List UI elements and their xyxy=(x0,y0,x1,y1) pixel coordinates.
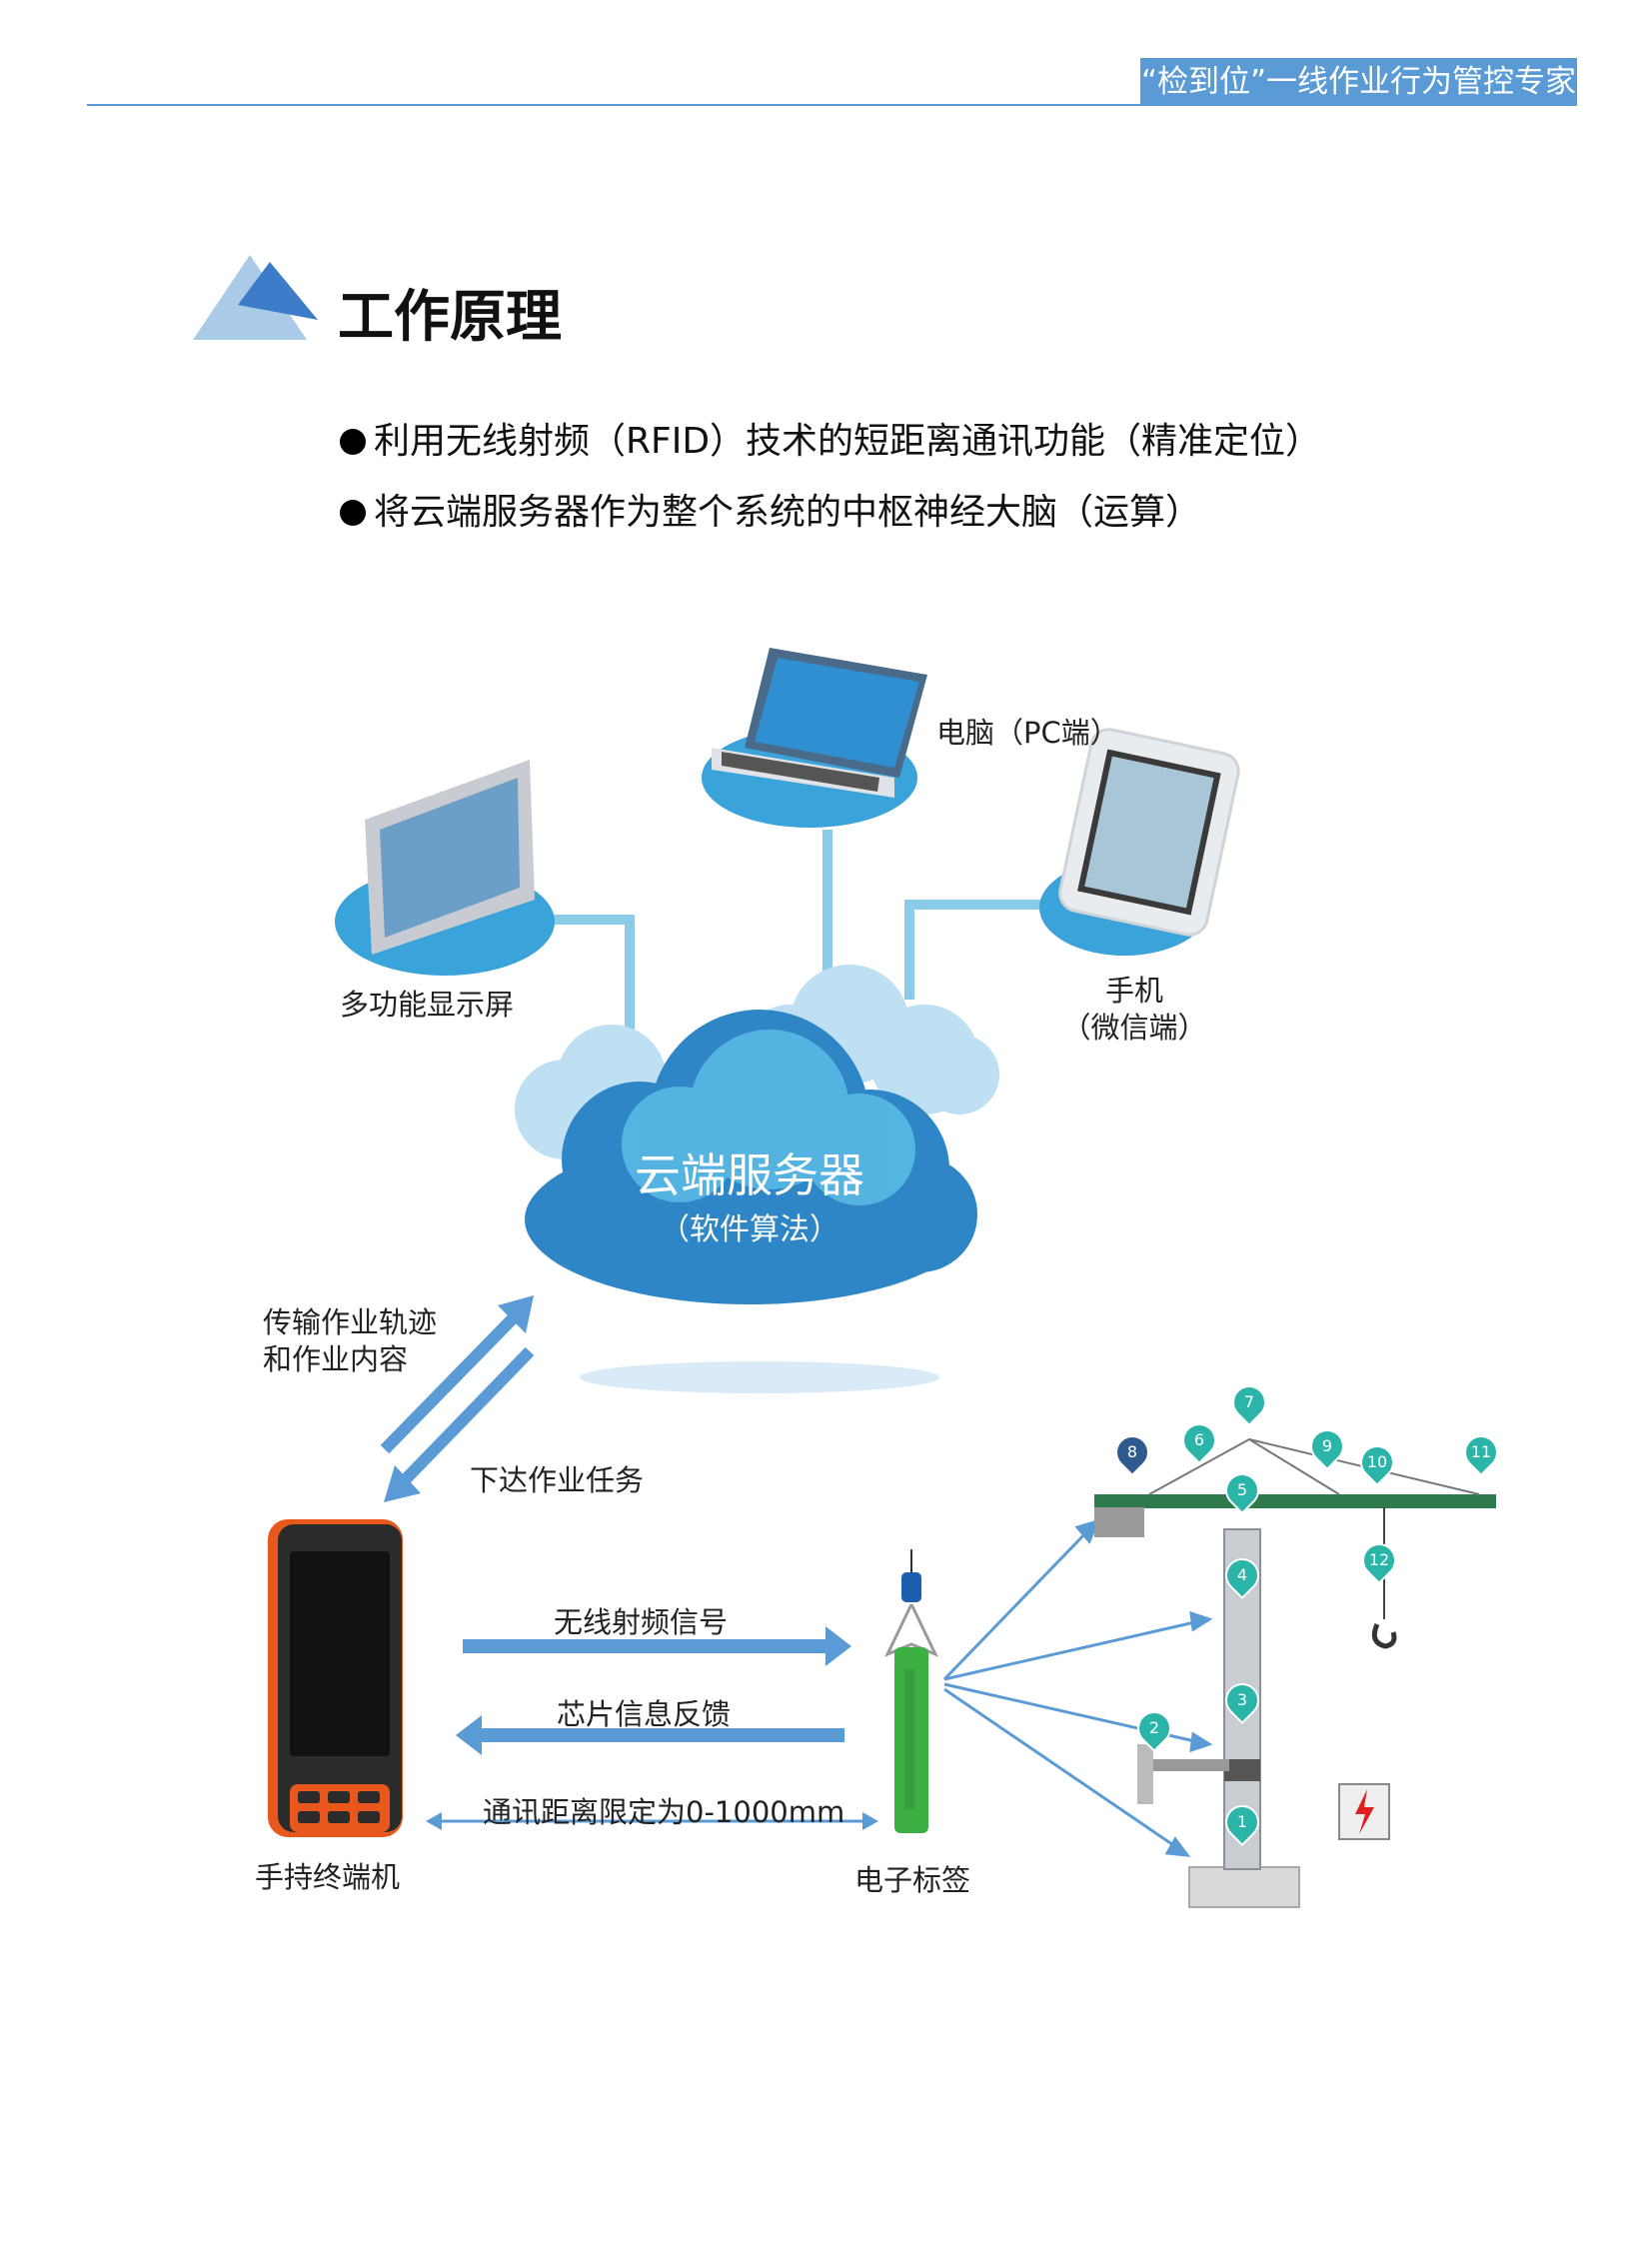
rf-signal-arrow xyxy=(463,1626,851,1666)
bullet-1: 利用无线射频（RFID）技术的短距离通讯功能（精准定位） xyxy=(340,412,1321,464)
crane-pin-label: 5 xyxy=(1236,1480,1248,1499)
cloud-server-icon xyxy=(515,965,999,1393)
cloud-title: 云端服务器 xyxy=(635,1148,864,1202)
mountain-icon xyxy=(193,255,318,340)
tag-label: 电子标签 xyxy=(854,1863,971,1897)
upload-arrow xyxy=(380,1295,534,1454)
handheld-label: 手持终端机 xyxy=(255,1860,401,1894)
bullet-dot xyxy=(340,429,366,455)
handheld-terminal-icon xyxy=(268,1519,403,1837)
download-arrow xyxy=(384,1346,535,1502)
tag-to-crane-arrows xyxy=(942,1518,1213,1857)
bullet-dot xyxy=(340,500,366,526)
section-title: 工作原理 xyxy=(338,285,562,350)
cloud-subtitle: （软件算法） xyxy=(660,1212,839,1247)
rf-signal-label: 无线射频信号 xyxy=(554,1605,729,1639)
upload-label-line2: 和作业内容 xyxy=(263,1342,409,1376)
chip-feedback-label: 芯片信息反馈 xyxy=(557,1697,732,1731)
crane-pin-label: 2 xyxy=(1148,1718,1160,1737)
tower-crane-icon xyxy=(1094,1437,1496,1908)
crane-pin-label: 11 xyxy=(1470,1442,1492,1461)
download-label: 下达作业任务 xyxy=(470,1463,645,1497)
pc-label: 电脑（PC端） xyxy=(936,716,1119,750)
crane-pin-label: 8 xyxy=(1126,1442,1138,1461)
crane-pin-label: 4 xyxy=(1236,1565,1248,1584)
bullet-1-text: 利用无线射频（RFID）技术的短距离通讯功能（精准定位） xyxy=(374,421,1322,462)
crane-pin-label: 7 xyxy=(1243,1392,1255,1411)
phone-label: 手机 xyxy=(1104,974,1163,1008)
laptop-icon xyxy=(702,648,927,828)
chip-feedback-arrow xyxy=(456,1715,844,1755)
header-divider xyxy=(87,104,1576,106)
distance-arrow xyxy=(426,1812,878,1830)
monitor-icon xyxy=(335,760,555,976)
rfid-tag-icon xyxy=(883,1549,939,1833)
crane-pin-label: 12 xyxy=(1368,1550,1390,1569)
crane-pin-label: 1 xyxy=(1236,1812,1248,1831)
phone-sublabel: （微信端） xyxy=(1061,1011,1207,1045)
crane-pin-label: 3 xyxy=(1236,1690,1248,1709)
crane-pin-label: 10 xyxy=(1366,1452,1388,1471)
tablet-icon xyxy=(1039,728,1240,956)
bullet-2: 将云端服务器作为整个系统的中枢神经大脑（运算） xyxy=(340,483,1201,535)
crane-pin-label: 9 xyxy=(1321,1436,1333,1455)
bullet-2-text: 将云端服务器作为整个系统的中枢神经大脑（运算） xyxy=(374,492,1202,533)
header-tag: “检到位”一线作业行为管控专家 xyxy=(1140,58,1577,106)
display-label: 多功能显示屏 xyxy=(340,988,515,1022)
distance-label: 通讯距离限定为0-1000mm xyxy=(483,1795,845,1829)
upload-label-line1: 传输作业轨迹 xyxy=(263,1305,438,1339)
crane-pin-label: 6 xyxy=(1193,1430,1205,1449)
